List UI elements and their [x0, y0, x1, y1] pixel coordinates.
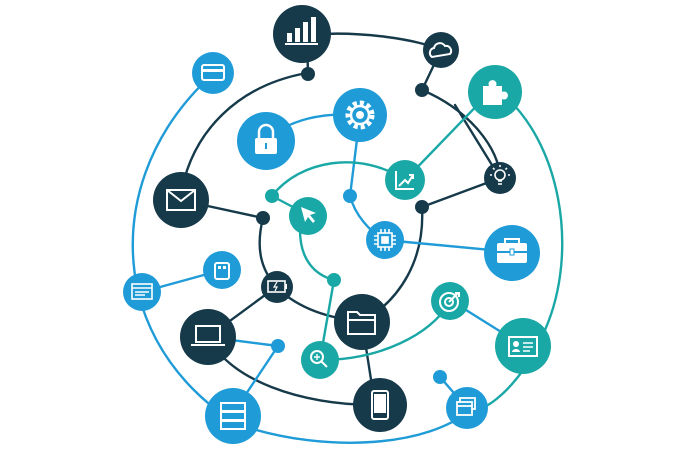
node-search	[301, 341, 339, 379]
junction-dot	[256, 211, 270, 225]
node-mail	[153, 172, 209, 228]
teal-arc-cursor-dot	[298, 228, 336, 282]
node-chip	[366, 221, 404, 259]
growth-arrow-icon	[395, 171, 414, 190]
node-growth	[385, 160, 425, 200]
microchip-icon	[374, 229, 396, 251]
envelope-icon	[166, 189, 196, 211]
node-folder	[334, 294, 390, 350]
junction-dot	[301, 67, 315, 81]
node-target	[431, 282, 469, 320]
bar-chart-icon	[285, 17, 318, 45]
usb-drive-icon	[214, 262, 230, 280]
outer-teal-arc-right	[468, 90, 564, 412]
puzzle-piece-icon	[483, 80, 508, 105]
node-windows	[446, 387, 488, 429]
folder-icon	[347, 311, 376, 335]
magnifier-icon	[310, 350, 328, 368]
message-window-icon	[131, 283, 153, 300]
padlock-icon	[255, 123, 277, 154]
node-laptop	[180, 309, 236, 365]
node-message	[123, 273, 161, 311]
gear-icon	[345, 100, 375, 130]
node-briefcase	[484, 225, 540, 281]
lightbulb-icon	[490, 165, 510, 185]
node-card	[192, 52, 234, 94]
junction-dot	[415, 83, 429, 97]
id-card-icon	[508, 336, 538, 357]
smartphone-icon	[371, 390, 389, 420]
node-cloud	[423, 32, 459, 68]
cloud-icon	[428, 42, 453, 59]
stacked-windows-icon	[456, 397, 476, 416]
laptop-icon	[191, 325, 225, 346]
credit-card-icon	[201, 64, 225, 81]
outer-blue-arc	[131, 70, 242, 427]
node-bulb	[484, 162, 516, 194]
junction-dot	[415, 200, 429, 214]
node-puzzle	[468, 65, 522, 119]
junction-dots	[256, 67, 447, 384]
junction-dot	[343, 189, 357, 203]
cursor-arrow-icon	[301, 207, 316, 223]
node-bar-chart	[273, 5, 331, 63]
node-battery	[261, 271, 293, 303]
junction-dot	[433, 370, 447, 384]
node-cursor	[289, 197, 327, 235]
briefcase-icon	[497, 238, 527, 263]
node-gear	[333, 88, 387, 142]
target-icon	[439, 292, 460, 312]
battery-icon	[267, 280, 287, 293]
node-server	[205, 388, 261, 444]
node-id-card	[495, 318, 551, 374]
server-icon	[220, 402, 246, 430]
node-phone	[353, 378, 407, 432]
junction-dot	[327, 273, 341, 287]
junction-dot	[265, 189, 279, 203]
node-usb	[203, 251, 241, 289]
node-lock	[237, 112, 295, 170]
junction-dot	[271, 339, 285, 353]
